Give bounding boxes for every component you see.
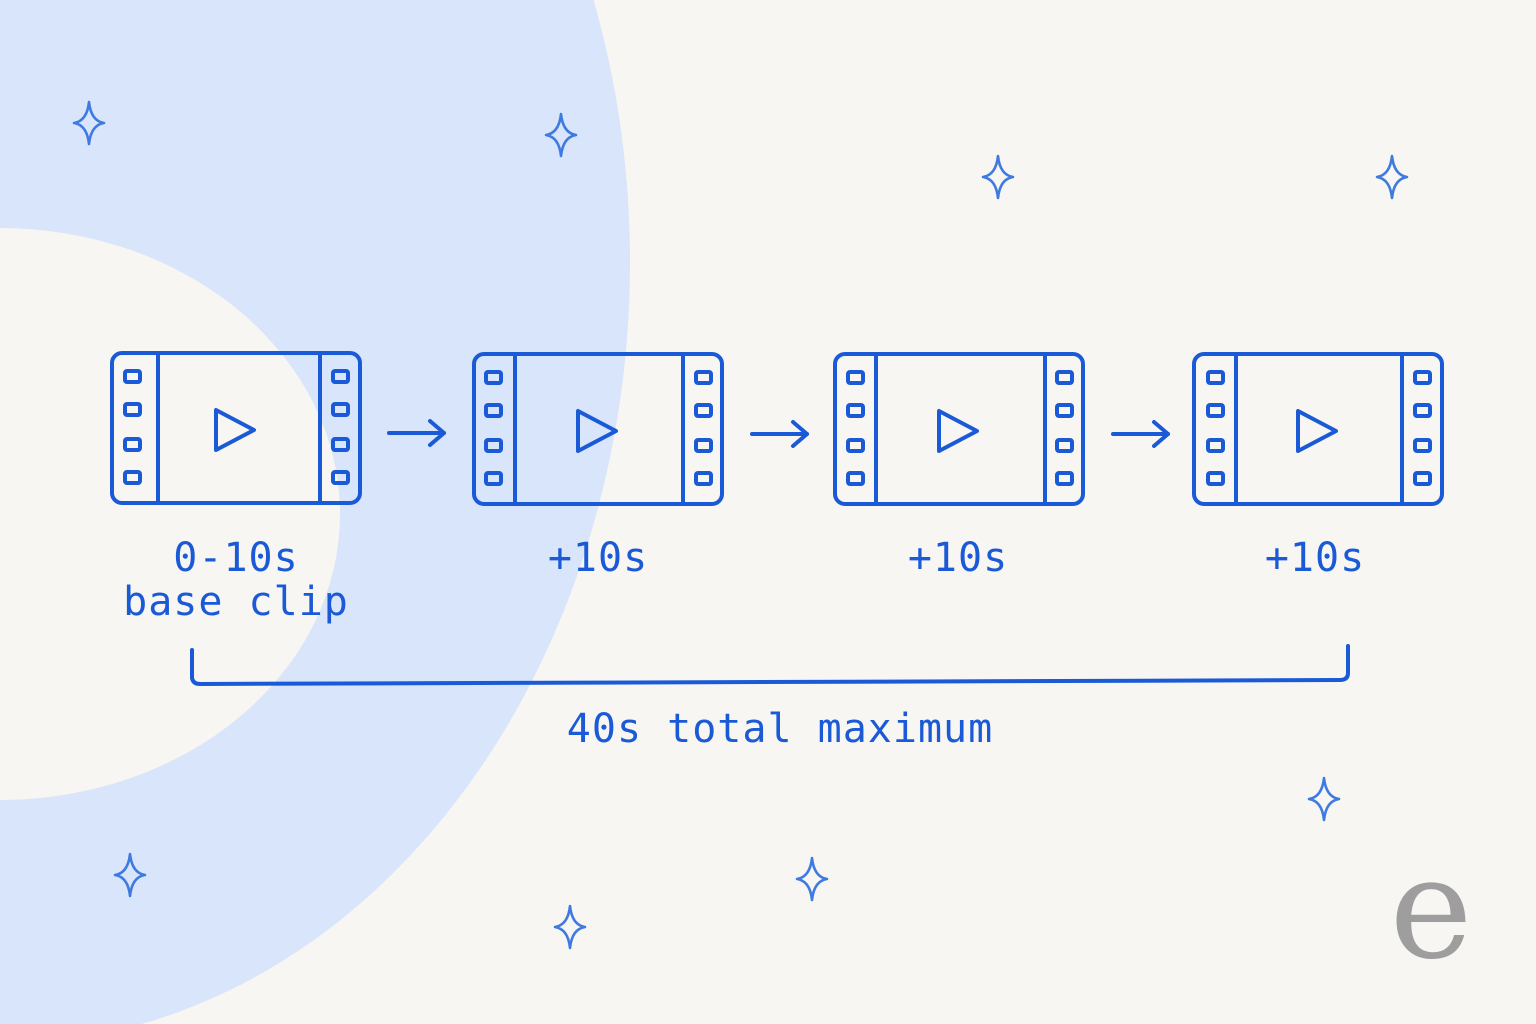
sparkle-icon [1375,154,1409,200]
clip-label-extension: +10s [808,536,1108,580]
clip-label-extension: +10s [448,536,748,580]
sparkle-icon [553,904,587,950]
brand-logo: e [1389,828,1473,991]
arrow-right-icon [1111,420,1170,448]
sparkle-icon [113,852,147,898]
total-duration-label: 40s total maximum [566,706,994,752]
clip-label-line: +10s [1264,535,1366,581]
clip-label-line: base clip [123,579,349,625]
film-play-icon [110,351,362,505]
film-play-icon [1192,352,1444,506]
total-bracket [190,644,1350,686]
sparkle-icon [72,100,106,146]
film-play-icon [472,352,724,506]
clip-label-line: +10s [547,535,649,581]
sparkle-icon [795,856,829,902]
arrow-right-icon [387,419,446,447]
clip-label-extension: +10s [1165,536,1465,580]
arrow-right-icon [750,420,809,448]
sparkle-icon [544,112,578,158]
clip-label-base: 0-10s base clip [86,536,386,624]
clip-label-line: +10s [907,535,1009,581]
film-play-icon [833,352,1085,506]
sparkle-icon [981,154,1015,200]
clip-label-line: 0-10s [173,535,299,581]
sparkle-icon [1307,776,1341,822]
